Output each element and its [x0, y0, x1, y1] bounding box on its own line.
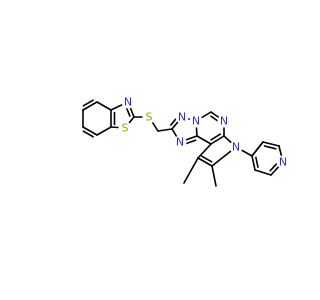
atom-n-triazole-2-label: N [192, 115, 200, 128]
atom-n-pyrrole-label: N [232, 141, 240, 154]
atom-n-triazole-1-label: N [178, 111, 186, 124]
bond-pyridine [251, 155, 256, 171]
bond-benzene [82, 101, 98, 111]
bond-pyridine-inner [263, 145, 277, 150]
bond-pyrrole [197, 157, 213, 167]
bond-methylene [157, 128, 173, 132]
bond-methyl [211, 165, 217, 187]
atom-n-triazole-3-bg [173, 135, 187, 149]
atom-n-pyrimidine: N [217, 114, 231, 128]
bond-pyrrole [197, 143, 212, 159]
bond-benzene [96, 101, 112, 111]
atom-n-triazole-1: N [175, 110, 189, 124]
atom-s-thiazole: S [118, 121, 132, 135]
atom-n-pyridine: N [276, 155, 290, 169]
atom-s-thioether: S [142, 110, 156, 124]
atom-n-triazole-3: N [173, 135, 187, 149]
atom-n-triazole-2: N [189, 114, 203, 128]
atom-n-pyrrole-bg [229, 140, 243, 154]
atom-n-thiazole-bg [121, 95, 135, 109]
bond-benzene [96, 126, 112, 136]
atom-s-thiazole-bg [118, 121, 132, 135]
atom-n-pyridine-bg [276, 155, 290, 169]
bond-pyridine [262, 141, 280, 147]
bond-benzene-inner [82, 130, 94, 138]
atom-n-triazole-2-bg [189, 114, 203, 128]
bond-pyrrole-double [201, 155, 213, 163]
bond-pyrimidine [196, 135, 212, 145]
atom-n-pyrimidine-bg [217, 114, 231, 128]
atom-n-pyrrole: N [229, 140, 243, 154]
bond-pyridine [251, 141, 264, 157]
atom-s-thiazole-label: S [122, 122, 129, 135]
atom-s-thioether-bg [142, 110, 156, 124]
atom-n-thiazole-label: N [124, 96, 132, 109]
atom-n-triazole-1-bg [175, 110, 189, 124]
bond-pyrimidine [210, 135, 225, 145]
atom-n-triazole-3-label: N [176, 136, 184, 149]
atom-n-thiazole: N [121, 95, 135, 109]
atom-n-pyrimidine-label: N [220, 115, 228, 128]
atom-n-pyridine-label: N [279, 156, 287, 169]
bond-benzene [82, 126, 98, 136]
atom-s-thioether-label: S [146, 111, 153, 124]
bond-pyrimidine-double [210, 133, 222, 141]
bond-methyl [183, 157, 199, 184]
bond-pyridine [254, 169, 272, 176]
bond-benzene-inner [82, 99, 94, 107]
bond-pyridine-inner [255, 156, 259, 168]
